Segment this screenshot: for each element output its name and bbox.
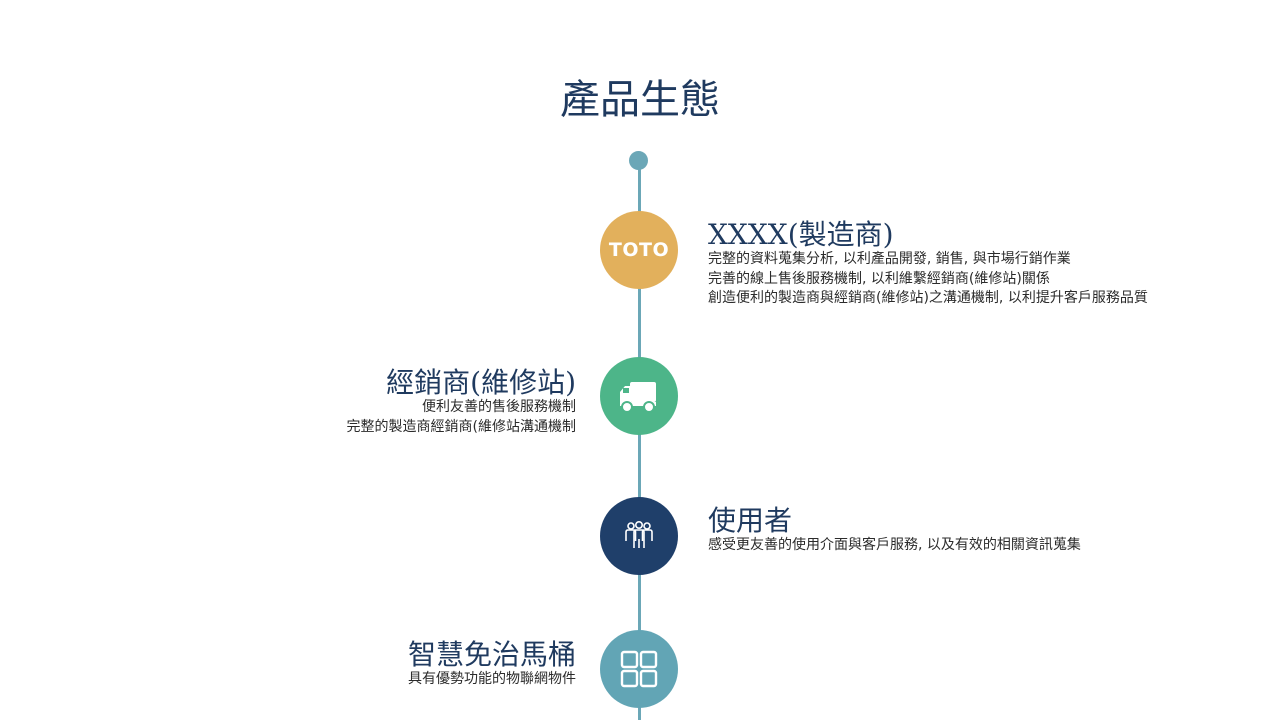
manufacturer-block: XXXX(製造商) 完整的資料蒐集分析, 以利產品開發, 銷售, 與市場行銷作業… bbox=[708, 220, 1148, 309]
grid-icon bbox=[620, 650, 658, 688]
dealer-desc-2: 完整的製造商經銷商(維修站溝通機制 bbox=[346, 418, 576, 435]
smart-toilet-node bbox=[600, 630, 678, 708]
dealer-block: 經銷商(維修站) 便利友善的售後服務機制 完整的製造商經銷商(維修站溝通機制 bbox=[347, 368, 576, 437]
users-group-icon bbox=[625, 520, 653, 548]
page-title: 產品生態 bbox=[560, 77, 720, 123]
manufacturer-title: XXXX(製造商) bbox=[708, 218, 894, 251]
dealer-desc-1: 便利友善的售後服務機制 bbox=[422, 399, 576, 415]
manufacturer-desc-2: 完善的線上售後服務機制, 以利維繫經銷商(維修站)關係 bbox=[708, 270, 1050, 287]
dealer-node bbox=[600, 357, 678, 435]
smart-toilet-block: 智慧免治馬桶 具有優勢功能的物聯網物件 bbox=[408, 640, 576, 690]
manufacturer-desc-1: 完整的資料蒐集分析, 以利產品開發, 銷售, 與市場行銷作業 bbox=[708, 251, 1071, 267]
manufacturer-node: TOTO bbox=[600, 211, 678, 289]
timeline-line bbox=[638, 160, 641, 720]
user-block: 使用者 感受更友善的使用介面與客戶服務, 以及有效的相關資訊蒐集 bbox=[708, 506, 1081, 556]
user-title: 使用者 bbox=[708, 504, 793, 537]
user-desc-1: 感受更友善的使用介面與客戶服務, 以及有效的相關資訊蒐集 bbox=[708, 537, 1081, 553]
user-node bbox=[600, 497, 678, 575]
smart-toilet-title: 智慧免治馬桶 bbox=[407, 638, 576, 671]
truck-icon bbox=[620, 382, 656, 413]
dealer-title: 經銷商(維修站) bbox=[386, 366, 576, 399]
manufacturer-desc-3: 創造便利的製造商與經銷商(維修站)之溝通機制, 以利提升客戶服務品質 bbox=[708, 290, 1148, 306]
toto-logo-text: TOTO bbox=[608, 239, 670, 261]
timeline-start-dot bbox=[629, 151, 648, 170]
smart-toilet-desc-1: 具有優勢功能的物聯網物件 bbox=[408, 671, 576, 687]
